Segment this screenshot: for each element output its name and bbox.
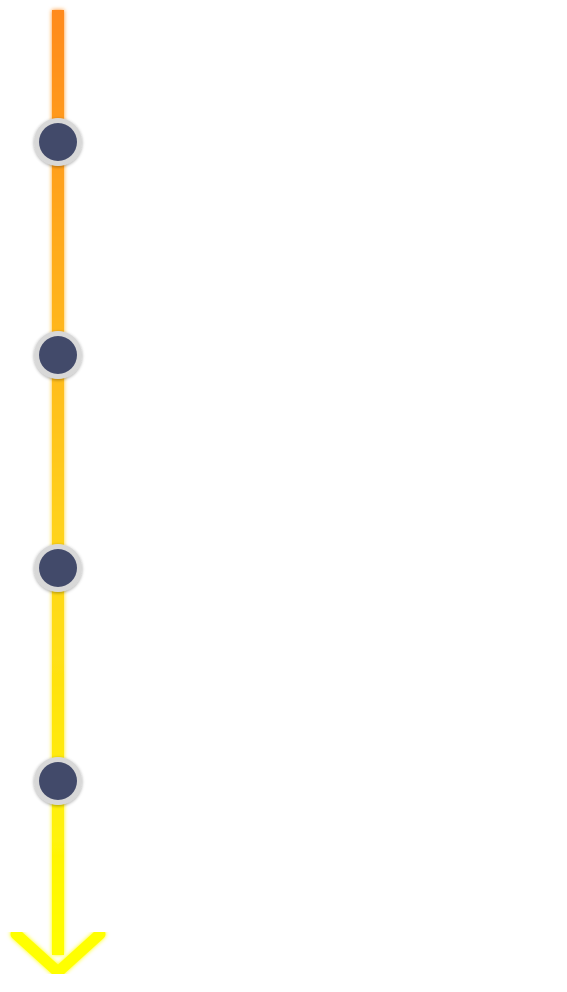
timeline-marker-dot <box>39 549 77 587</box>
chevron-down-arrowhead-icon <box>10 928 106 978</box>
timeline-marker-dot <box>39 762 77 800</box>
timeline-markers <box>34 118 82 805</box>
timeline-line <box>52 10 64 955</box>
timeline-marker-dot <box>39 336 77 374</box>
timeline-marker-dot <box>39 123 77 161</box>
